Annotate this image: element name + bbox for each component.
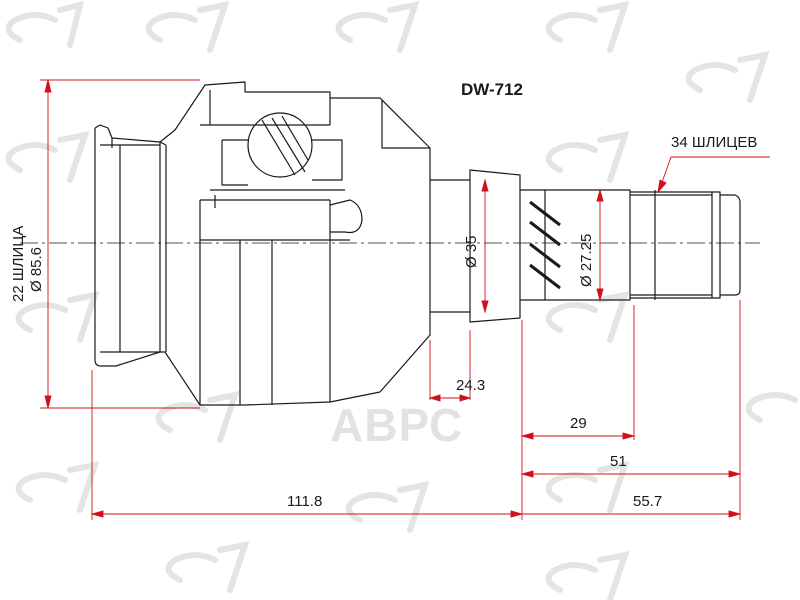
joint-ball xyxy=(247,112,313,178)
arrow xyxy=(44,395,52,409)
shaft-diameter-label: Ø 35 xyxy=(463,235,480,268)
watermark-logo xyxy=(545,1,630,53)
housing-diameter-label: Ø 85.6 xyxy=(28,246,45,292)
spline-marks xyxy=(529,200,561,290)
watermark-logo xyxy=(545,551,630,600)
watermark-logo xyxy=(745,392,798,423)
watermark-logo xyxy=(5,0,85,48)
joint-housing xyxy=(159,81,431,406)
arrow xyxy=(44,79,52,93)
dim-24-3-label: 24.3 xyxy=(456,377,486,394)
arrow xyxy=(459,394,472,402)
output-shaft xyxy=(430,169,741,323)
dim-111-8-label: 111.8 xyxy=(287,493,323,510)
watermark-logo xyxy=(545,131,630,183)
arrow xyxy=(657,179,667,194)
watermark-logo xyxy=(685,51,770,103)
watermark-logo xyxy=(335,1,420,53)
arrow xyxy=(520,432,534,440)
arrow xyxy=(596,188,604,202)
boot-flange xyxy=(94,124,167,367)
arrow xyxy=(728,510,742,518)
watermark-logo xyxy=(15,461,100,513)
spline-diameter-label: Ø 27.25 xyxy=(578,233,595,287)
inner-splines-label: 22 ШЛИЦА xyxy=(10,225,27,302)
tripod-arm xyxy=(329,199,363,234)
watermark-logo xyxy=(165,541,250,593)
dimension-lines xyxy=(40,79,770,520)
dim-29-label: 29 xyxy=(570,415,587,432)
arrow xyxy=(510,510,524,518)
arrow xyxy=(622,432,636,440)
watermark-logo xyxy=(155,391,240,443)
dim-55-7-label: 55.7 xyxy=(633,493,663,510)
arrow xyxy=(728,470,742,478)
watermark-logo xyxy=(545,461,630,513)
arrow xyxy=(90,510,104,518)
watermark-text: АВРС xyxy=(330,399,464,451)
arrow xyxy=(520,470,534,478)
ball-cage xyxy=(210,112,345,191)
part-code: DW-712 xyxy=(461,80,524,99)
outer-splines-label: 34 ШЛИЦЕВ xyxy=(671,134,758,151)
watermark-logo xyxy=(545,291,630,343)
arrow xyxy=(428,394,441,402)
dim-51-label: 51 xyxy=(610,453,627,470)
arrow xyxy=(481,178,489,192)
arrow xyxy=(596,288,604,302)
watermark-logo xyxy=(145,1,230,53)
watermark-logo xyxy=(5,131,90,183)
arrow xyxy=(481,300,489,314)
